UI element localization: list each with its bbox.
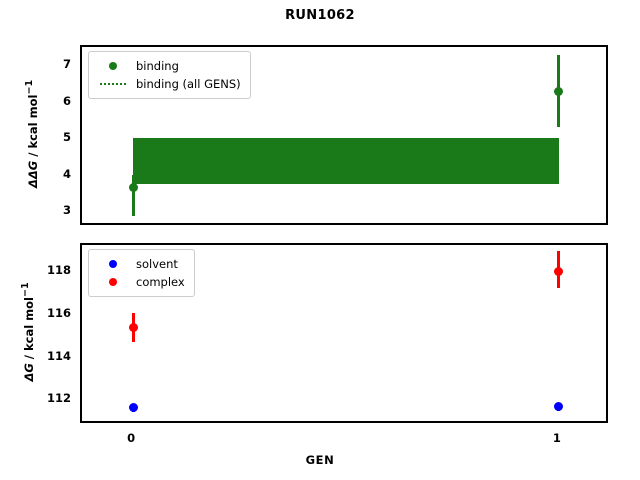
bottom-ylabel-delta: ΔG <box>21 363 36 382</box>
legend-marker-dot-icon <box>109 260 117 268</box>
ytick-mark <box>80 213 82 214</box>
legend-key <box>96 260 130 268</box>
data-point-marker <box>128 182 138 192</box>
data-point-marker <box>554 87 564 97</box>
x-axis-label: GEN <box>305 453 335 467</box>
ytick-label: 4 <box>62 166 71 181</box>
top-ylabel-exponent: −1 <box>24 79 36 95</box>
legend-label: binding <box>136 59 179 73</box>
ytick-mark <box>80 140 82 141</box>
data-point-marker <box>128 323 138 333</box>
legend-label: solvent <box>136 257 178 271</box>
ytick-label: 7 <box>62 57 71 72</box>
xtick-label: 0 <box>127 431 136 445</box>
legend-key <box>96 83 130 85</box>
bottom-panel-legend[interactable]: solvent complex <box>88 249 195 297</box>
ytick-label: 6 <box>62 93 71 108</box>
bottom-ylabel-exponent: −1 <box>20 282 32 297</box>
xtick-mark <box>559 421 560 423</box>
ytick-mark <box>80 67 82 68</box>
xtick-mark <box>559 223 560 225</box>
legend-key <box>96 62 130 70</box>
data-point-marker <box>554 266 564 276</box>
ytick-label: 116 <box>46 305 71 320</box>
ytick-label: 3 <box>62 203 71 218</box>
legend-dotted-line-icon <box>100 83 126 85</box>
figure-title: RUN1062 <box>285 8 355 23</box>
legend-row: binding (all GENS) <box>96 75 241 93</box>
legend-key <box>96 278 130 286</box>
error-bar <box>131 174 135 217</box>
top-panel-legend[interactable]: binding binding (all GENS) <box>88 51 251 99</box>
xtick-mark <box>133 223 134 225</box>
binding-all-gens-band <box>133 138 559 184</box>
legend-label: complex <box>136 275 185 289</box>
top-panel-axes <box>80 45 608 225</box>
legend-label: binding (all GENS) <box>136 77 241 91</box>
legend-row: solvent <box>96 255 185 273</box>
data-point-marker <box>554 402 564 412</box>
ytick-mark <box>80 104 82 105</box>
legend-marker-dot-icon <box>109 278 117 286</box>
ytick-label: 5 <box>62 130 71 145</box>
xtick-mark <box>133 421 134 423</box>
legend-marker-dot-icon <box>109 62 117 70</box>
bottom-panel-axes <box>80 243 608 423</box>
xtick-label: 1 <box>552 431 561 445</box>
ytick-mark <box>80 316 82 317</box>
legend-row: complex <box>96 273 185 291</box>
ytick-mark <box>80 401 82 402</box>
ytick-label: 112 <box>46 391 71 406</box>
data-point-marker <box>128 403 138 413</box>
ytick-mark <box>80 359 82 360</box>
ytick-mark <box>80 273 82 274</box>
ytick-label: 118 <box>46 262 71 277</box>
legend-row: binding <box>96 57 241 75</box>
ytick-label: 114 <box>46 348 71 363</box>
ytick-mark <box>80 177 82 178</box>
